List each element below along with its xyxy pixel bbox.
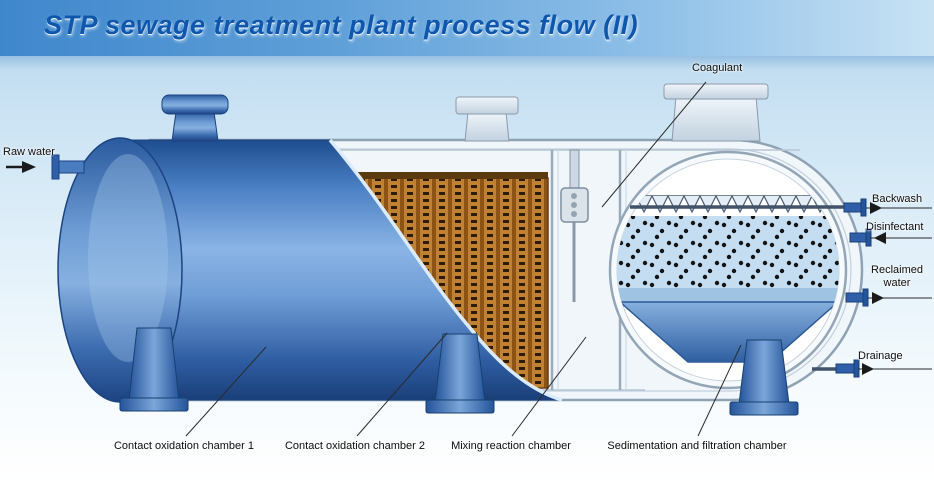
outlet-pipes (812, 198, 872, 378)
lamella-plates (619, 194, 829, 214)
raw-water-label: Raw water (3, 146, 55, 158)
coagulant-doser (560, 149, 589, 302)
sedimentation-chamber-label: Sedimentation and filtration chamber (607, 440, 787, 452)
page-title: STP sewage treatment plant process flow … (44, 10, 639, 40)
chamber1-leader (185, 346, 267, 437)
vent-fitting (455, 96, 519, 142)
filter-media-dots (617, 216, 839, 290)
top-fittings (161, 83, 769, 142)
flow-arrows (6, 161, 886, 375)
mixing-chamber-label: Mixing reaction chamber (451, 440, 571, 452)
leg-1 (119, 327, 189, 412)
disinfectant-label: Disinfectant (866, 221, 924, 233)
backwash-label: Backwash (872, 193, 923, 205)
drainage-label: Drainage (858, 350, 903, 362)
title-banner (0, 0, 934, 70)
leg-2 (425, 333, 495, 414)
coagulant-leader (601, 81, 707, 208)
leg-3 (729, 339, 799, 416)
mixing-leader (511, 336, 587, 437)
coagulant-label: Coagulant (692, 62, 743, 74)
chamber2-label: Contact oxidation chamber 2 (284, 440, 426, 452)
reclaimed-arrow (872, 292, 884, 304)
raw-water-arrow (22, 161, 36, 173)
cut-edge (328, 138, 563, 402)
reclaimed-water-label: Reclaimed water (871, 264, 923, 289)
sedimentation-leader (697, 344, 742, 437)
chamber2-leader (356, 332, 448, 437)
sedimentation-chamber (608, 150, 866, 390)
drainage-arrow (862, 363, 874, 375)
support-legs (119, 327, 799, 416)
access-hatch (663, 83, 769, 142)
disinfectant-arrow (874, 232, 886, 244)
backwash-arrow (870, 202, 882, 214)
chamber1-label: Contact oxidation chamber 1 (113, 440, 255, 452)
raw-water-inlet (51, 154, 85, 180)
manhole-1 (161, 94, 229, 142)
